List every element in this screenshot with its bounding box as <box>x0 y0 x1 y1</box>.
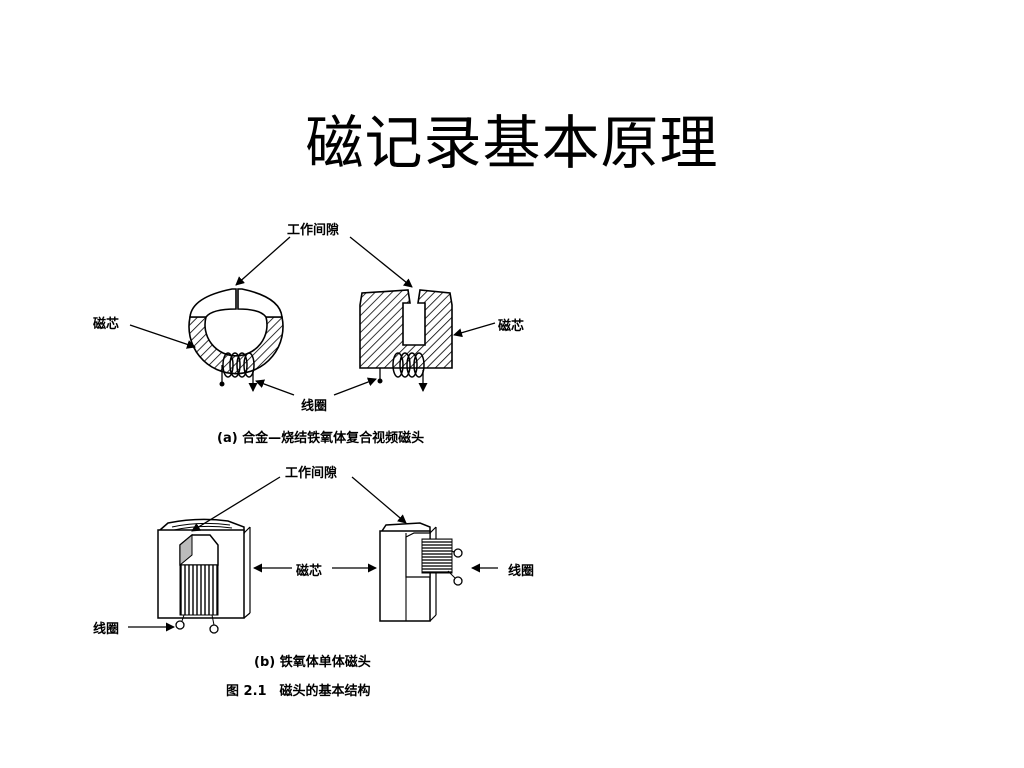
block-head-a-right <box>359 289 453 392</box>
caption-b: (b) 铁氧体单体磁头 <box>254 655 371 670</box>
coil-label-a: 线圈 <box>301 399 328 414</box>
leader-lines-a <box>129 236 496 396</box>
core-label-a-right: 磁芯 <box>498 319 525 334</box>
ring-head-a-left <box>188 288 284 392</box>
leader-lines-b <box>128 476 498 632</box>
gap-label-a: 工作间隙 <box>287 223 340 238</box>
magnetic-head-diagram <box>128 236 498 634</box>
magnetic-head-figure: 工作间隙 磁芯 磁芯 线圈 (a) 合金—烧结铁氧体复合视频磁头 工作间隙 磁芯… <box>80 205 560 705</box>
ferrite-head-b-left <box>157 518 251 634</box>
slide-title: 磁记录基本原理 <box>305 109 719 177</box>
core-label-a-left: 磁芯 <box>93 317 120 332</box>
coil-label-b-right: 线圈 <box>508 564 535 579</box>
ferrite-head-b-right <box>379 522 463 622</box>
figure-caption: 图 2.1 磁头的基本结构 <box>226 684 371 699</box>
core-label-b: 磁芯 <box>296 564 323 579</box>
gap-label-b: 工作间隙 <box>285 466 338 481</box>
caption-a: (a) 合金—烧结铁氧体复合视频磁头 <box>217 431 425 446</box>
coil-label-b-left: 线圈 <box>93 622 120 637</box>
